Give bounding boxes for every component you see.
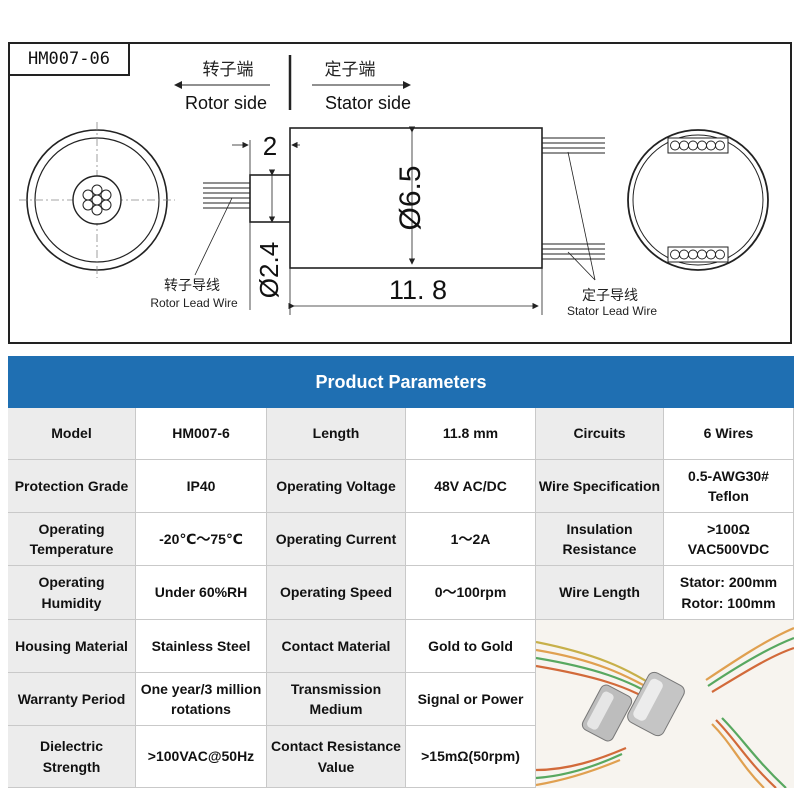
dim-2: 2: [232, 131, 300, 175]
param-label-cell: Circuits: [536, 408, 664, 460]
svg-text:11. 8: 11. 8: [389, 275, 447, 305]
params-title: Product Parameters: [8, 356, 794, 408]
param-value-cell: 0.5-AWG30# Teflon: [664, 460, 794, 513]
stator-lead-leader-2: [567, 251, 596, 281]
dim-11-8: 11. 8: [288, 268, 543, 315]
stator-end-view: [627, 129, 769, 271]
svg-text:2: 2: [263, 131, 277, 161]
svg-text:Ø6.5: Ø6.5: [394, 165, 427, 230]
param-label-cell: Wire Specification: [536, 460, 664, 513]
dim-diameter-2-4: Ø2.4: [249, 169, 284, 310]
product-parameters: Product Parameters: [8, 356, 794, 788]
rotor-shaft: [249, 174, 291, 223]
param-label-cell: Transmission Medium: [267, 673, 406, 726]
param-value-cell: >100VAC@50Hz: [136, 726, 267, 788]
model-tag: HM007-06: [8, 42, 130, 76]
product-photo: [536, 620, 794, 788]
rotor-lead-leader: [194, 197, 233, 276]
rotor-lead-en-label: Rotor Lead Wire: [150, 296, 238, 310]
param-value-cell: -20℃～75℃: [136, 513, 267, 566]
stator-lead-wires: [542, 137, 605, 260]
param-value-cell: 6 Wires: [664, 408, 794, 460]
param-value-cell: >15mΩ(50rpm): [406, 726, 536, 788]
stator-lead-leader-1: [567, 151, 596, 281]
param-label-cell: Length: [267, 408, 406, 460]
stator-lead-cn-label: 定子导线: [582, 288, 638, 304]
rotor-end-view: [19, 122, 175, 278]
param-value-cell: Signal or Power: [406, 673, 536, 726]
param-label-cell: Wire Length: [536, 566, 664, 620]
slip-ring-photo-illustration: [536, 620, 794, 788]
param-value-cell: One year/3 million rotations: [136, 673, 267, 726]
stator-side-cn-label: 定子端: [325, 60, 376, 80]
param-value-cell: 0～100rpm: [406, 566, 536, 620]
rotor-lead-cn-label: 转子导线: [164, 278, 220, 294]
param-label-cell: Contact Resistance Value: [267, 726, 406, 788]
svg-text:Ø2.4: Ø2.4: [254, 242, 284, 298]
param-label-cell: Warranty Period: [8, 673, 136, 726]
param-value-cell: 11.8 mm: [406, 408, 536, 460]
dimension-drawing: 转子端 Rotor side 定子端 Stator side: [19, 55, 769, 318]
slip-ring-body: [289, 127, 543, 269]
param-label-cell: Model: [8, 408, 136, 460]
param-label-cell: Operating Current: [267, 513, 406, 566]
stator-side-en-label: Stator side: [325, 93, 411, 113]
param-value-cell: 48V AC/DC: [406, 460, 536, 513]
param-value-cell: IP40: [136, 460, 267, 513]
param-label-cell: Dielectric Strength: [8, 726, 136, 788]
param-label-cell: Operating Temperature: [8, 513, 136, 566]
param-value-cell: Gold to Gold: [406, 620, 536, 673]
param-label-cell: Housing Material: [8, 620, 136, 673]
rotor-side-en-label: Rotor side: [185, 93, 267, 113]
param-value-cell: HM007-6: [136, 408, 267, 460]
param-label-cell: Operating Speed: [267, 566, 406, 620]
param-label-cell: Operating Humidity: [8, 566, 136, 620]
param-value-cell: Stainless Steel: [136, 620, 267, 673]
param-label-cell: Contact Material: [267, 620, 406, 673]
param-label-cell: Protection Grade: [8, 460, 136, 513]
rotor-lead-wires: [203, 182, 250, 209]
rotor-side-cn-label: 转子端: [203, 60, 254, 80]
param-label-cell: Insulation Resistance: [536, 513, 664, 566]
param-value-cell: Stator: 200mm Rotor: 100mm: [664, 566, 794, 620]
dim-diameter-6-5: Ø6.5: [394, 126, 427, 265]
param-value-cell: >100Ω VAC500VDC: [664, 513, 794, 566]
stator-lead-en-label: Stator Lead Wire: [567, 304, 657, 318]
param-value-cell: Under 60%RH: [136, 566, 267, 620]
param-value-cell: 1～2A: [406, 513, 536, 566]
param-label-cell: Operating Voltage: [267, 460, 406, 513]
